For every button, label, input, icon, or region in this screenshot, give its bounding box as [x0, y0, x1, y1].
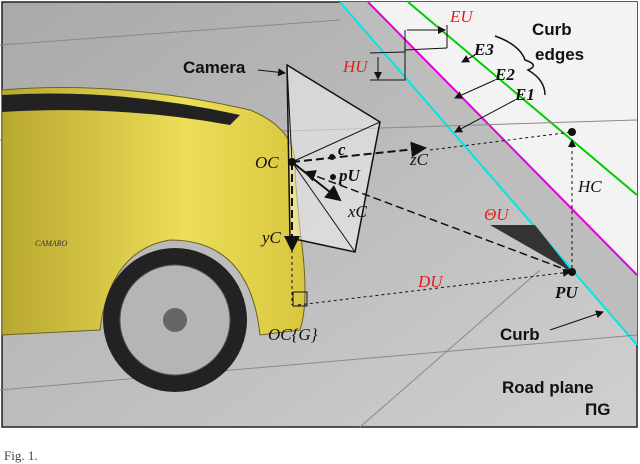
e2-label: E2 [494, 65, 515, 84]
car-stripe [2, 93, 240, 125]
h-u-label: HU [342, 57, 369, 76]
e3-arrow [461, 54, 476, 63]
pu-img-label: pU [337, 166, 361, 185]
curb-edge-3 [407, 1, 638, 196]
figure-diagram: CAMARO Camera Curb edges Curb Road plane… [0, 1, 638, 428]
curb-edges-label-1: Curb [532, 20, 572, 39]
brace [494, 35, 546, 96]
car-body [1, 87, 306, 336]
camera-arrow [257, 68, 286, 77]
figure-caption: Fig. 1. [4, 448, 38, 463]
e1-arrow [454, 99, 516, 133]
curb-arrow [549, 310, 604, 331]
hc-label: HC [577, 177, 602, 196]
theta-angle [490, 225, 572, 272]
z-axis [291, 141, 427, 163]
road-plane-label: Road plane [502, 378, 594, 397]
oc-g-marker [292, 291, 308, 307]
point-top [568, 128, 576, 136]
curb-edge-2 [367, 1, 638, 276]
du-label: DU [417, 272, 444, 291]
point-oc [288, 158, 296, 166]
e2-arrow [454, 79, 496, 99]
car-badge: CAMARO [35, 239, 68, 248]
e-u-label: EU [449, 7, 474, 26]
oc-label: OC [255, 153, 279, 172]
d-u-line [297, 268, 571, 306]
camera-label: Camera [183, 58, 246, 77]
road-plane-symbol: ΠG [585, 400, 611, 419]
road-lines [0, 19, 638, 428]
wheel-hub [163, 308, 187, 332]
zc-label: zC [409, 150, 429, 169]
oc-g-label: OC{G} [268, 325, 318, 344]
e1-label: E1 [514, 85, 535, 104]
c-label: c [338, 140, 346, 159]
yc-label: yC [260, 228, 282, 247]
e3-label: E3 [473, 40, 494, 59]
curb-edges-label-2: edges [535, 45, 584, 64]
projection-rays [286, 64, 381, 253]
pu-label: PU [554, 283, 578, 302]
point-c [329, 154, 335, 160]
point-pu-img [330, 174, 336, 180]
xc-label: xC [347, 202, 368, 221]
curb-label: Curb [500, 325, 540, 344]
curb-profile [369, 25, 448, 81]
curb-edge-1 [339, 1, 638, 346]
theta-u-label: ΘU [484, 205, 510, 224]
point-pu [568, 268, 576, 276]
